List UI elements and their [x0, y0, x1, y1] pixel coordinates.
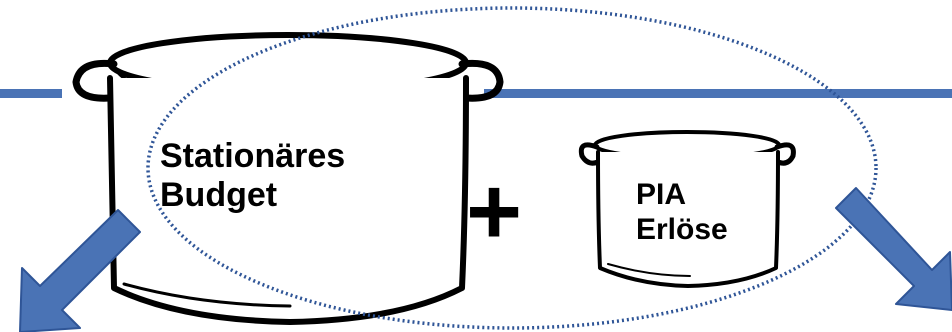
big-pot-label-line-2: Budget: [160, 176, 345, 215]
right-rule: [484, 89, 952, 98]
small-pot-label-line-1: PIA: [636, 178, 728, 213]
arrow-down-right-icon: [836, 188, 952, 310]
big-pot-label: Stationäres Budget: [160, 137, 345, 215]
left-rule: [0, 89, 62, 98]
big-pot-label-line-1: Stationäres: [160, 137, 345, 176]
plus-operator: +: [466, 164, 522, 260]
small-pot-label: PIA Erlöse: [636, 178, 728, 247]
small-pot-label-line-2: Erlöse: [636, 213, 728, 248]
